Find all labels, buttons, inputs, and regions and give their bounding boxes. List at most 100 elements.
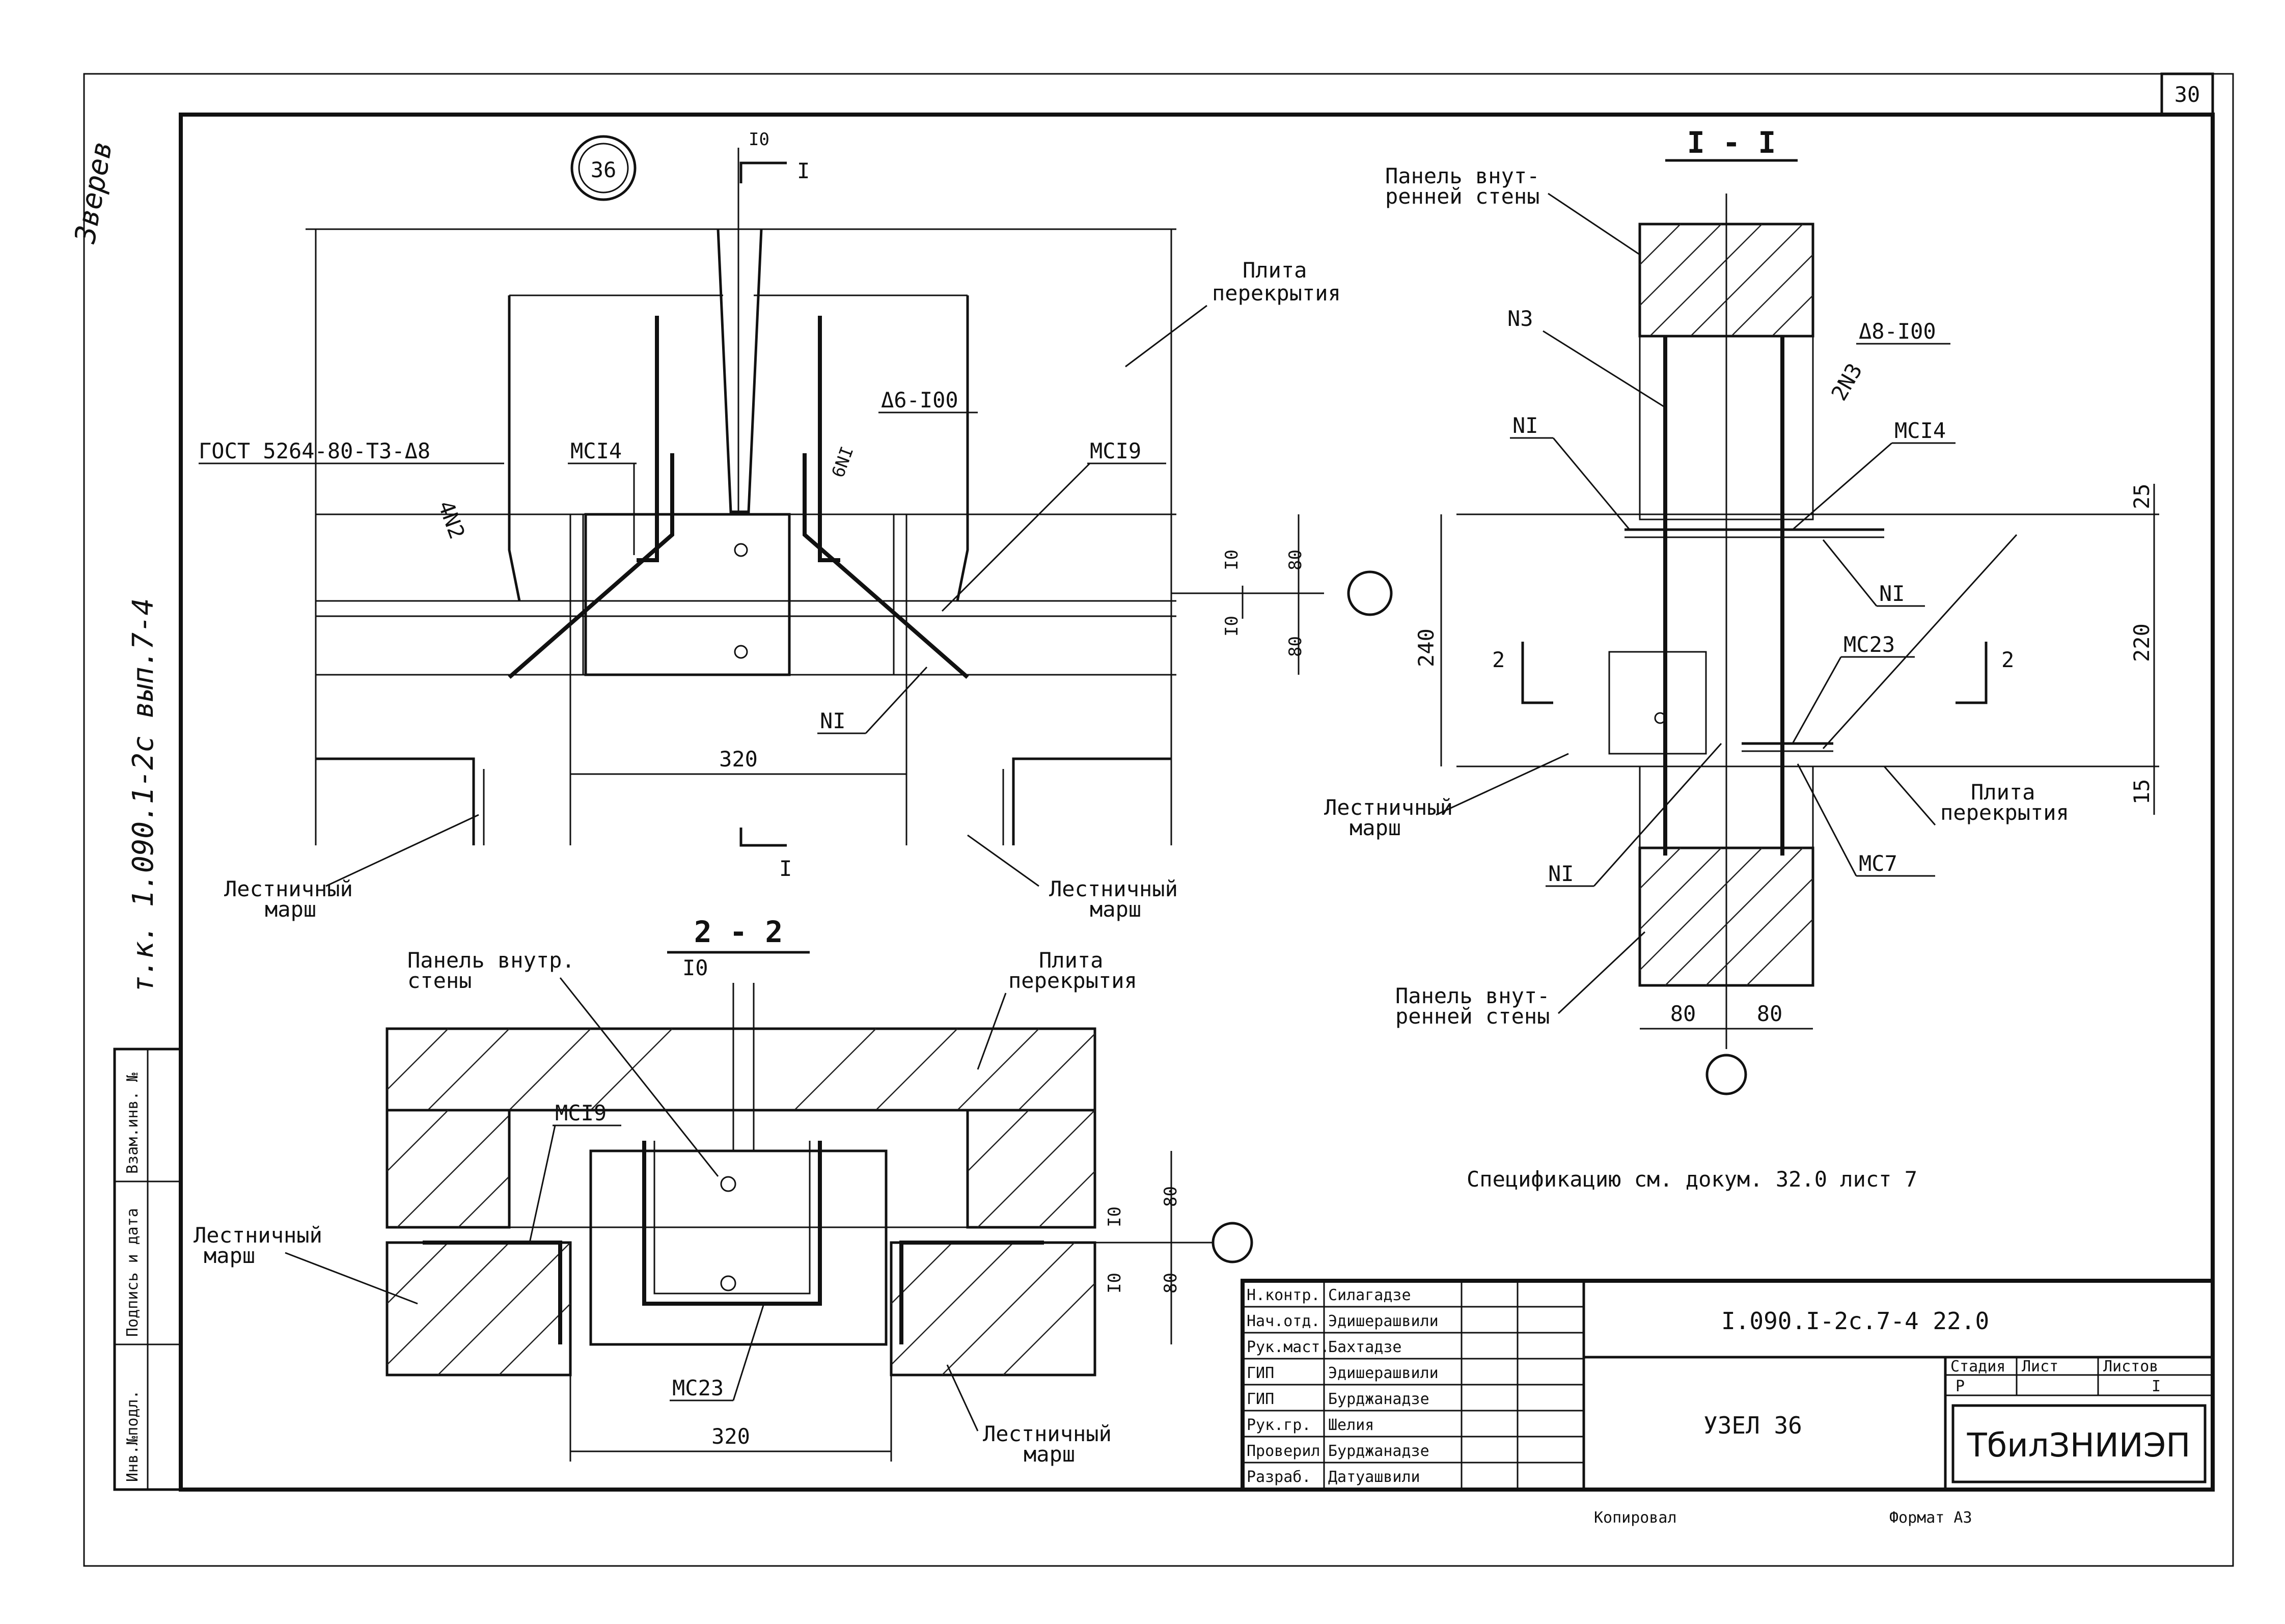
section1-dim-15: 15 [2129,779,2154,805]
mc23-label-1: МС23 [1843,632,1895,657]
stair-left-label-1: Лестничный [224,876,353,901]
tb-stage-header: Стадия [1950,1358,2005,1375]
stair-label-1-1b: марш [1350,815,1401,840]
stair-right-label-1: Лестничный [1049,876,1178,901]
section-mark-top: I [797,158,810,183]
n6-label: 6NI [828,444,858,480]
tb-name-6: Бурджанадзе [1328,1442,1429,1460]
dim-width-320: 320 [719,747,758,772]
slab-label-2-2b: перекрытия [1008,968,1137,993]
mc14-label-1: МСI4 [1894,418,1946,443]
stamp-inv-label: Инв.№подл. [124,1390,142,1482]
dim-80a: 80 [1285,549,1306,570]
weld-label-1: Δ8-I00 [1859,319,1936,344]
stair-left-label-2: марш [265,897,316,922]
section-mark-bottom: I [779,856,792,881]
n3b-label: 2N3 [1826,359,1867,405]
top-dim: I0 [749,129,769,150]
weld-label: Δ6-I00 [881,388,958,412]
tb-organization: ТбилЗНИИЭП [1967,1427,2191,1465]
section-2-2: 2 - 2 I0 [194,915,1253,1467]
node-marker: 36 [591,157,617,182]
wall-panel [584,513,791,676]
panel-label-2-2b: стены [407,968,472,993]
tb-role-5: Рук.гр. [1247,1416,1311,1434]
tb-name-7: Датуашвили [1328,1468,1420,1486]
mc19-label-2-2: МСI9 [555,1100,607,1125]
tb-sheet-header: Лист [2022,1358,2058,1375]
footer-copied: Копировал [1594,1509,1677,1527]
section1-dim-80b: 80 [1757,1001,1783,1026]
main-view: 36 [199,129,1393,922]
section1-mark-2b: 2 [2001,647,2014,672]
section1-dim-220: 220 [2129,623,2154,662]
tb-sheets-header: Листов [2103,1358,2158,1375]
section2-dim-80a: 80 [1161,1186,1181,1207]
n3-label: N3 [1507,306,1533,331]
axis-bubble-main [1347,570,1393,616]
panel-top-label-1: Панель внут- [1385,163,1539,188]
dim-80b: 80 [1285,636,1306,657]
tb-name-3: Эдишерашвили [1328,1364,1439,1382]
section2-dim-320: 320 [711,1424,750,1449]
stair-right-label-2-2b: марш [1024,1442,1075,1467]
tb-node-title: УЗЕЛ 36 [1703,1412,1802,1439]
side-stamp: Инв.№подл. Подпись и дата Взам.инв. № [113,1048,182,1491]
section2-dim-80b: 80 [1161,1273,1181,1293]
section2-dim-10c: I0 [1105,1273,1125,1293]
sheet-number: 30 [2174,82,2200,107]
sheet-number-box [2160,72,2214,116]
signature-corner: Зверев [69,139,119,246]
stair-right-label-2: марш [1090,897,1141,922]
section2-dim-10b: I0 [1105,1206,1125,1227]
slab-label-2: перекрытия [1212,281,1341,306]
tb-org-box [1951,1404,2207,1483]
stair-label-1-1a: Лестничный [1324,795,1453,820]
n2-label: 4N2 [433,498,470,542]
section-1-1-title: I - I [1687,125,1776,160]
title-block: Н.контр. Силагадзе Нач.отд. Эдишерашвили… [1241,1279,2215,1492]
stair-left-label-2-2a: Лестничный [194,1223,322,1248]
panel-label-2-2a: Панель внутр. [407,948,575,973]
slab-label-1-1b: перекрытия [1940,800,2069,825]
mc23-label-2-2: МС23 [672,1375,724,1400]
section-1-1: I - I [1324,125,2159,1095]
tb-stage: Р [1956,1378,1965,1395]
tb-role-6: Проверил [1247,1442,1320,1460]
stamp-replace-label: Взам.инв. № [124,1072,142,1174]
n1-label-b: NI [1879,581,1905,606]
panel-top-label-2: ренней стены [1385,184,1539,209]
section1-dim-80a: 80 [1670,1001,1696,1026]
tb-role-7: Разраб. [1247,1468,1311,1486]
section2-dim-10: I0 [682,955,708,980]
n1-label-c: NI [1548,861,1574,886]
footer-format: Формат А3 [1889,1509,1972,1527]
axis-bubble-2-2 [1212,1222,1253,1263]
gost-note: ГОСТ 5264-80-ТЗ-Δ8 [199,438,430,463]
stair-right-label-2-2a: Лестничный [983,1421,1112,1446]
frame-border [179,113,2215,1492]
panel-bottom-label-2: ренней стены [1395,1004,1550,1029]
slab-label-1: Плита [1243,258,1307,283]
mc7-label: МС7 [1859,851,1897,876]
slab-label-2-2a: Плита [1039,948,1103,973]
wall-panel-2-2 [589,1149,888,1346]
tb-sheets: I [2152,1378,2161,1395]
slab-label-1-1a: Плита [1971,780,2035,805]
mc14-label: МСI4 [570,438,622,463]
n1-label: NI [820,708,846,733]
tb-name-0: Силагадзе [1328,1286,1411,1304]
spec-note: Спецификацию см. докум. 32.0 лист 7 [1467,1167,1917,1192]
dim-10a: I0 [1222,549,1242,570]
series-side-label: т.к. 1.090.1-2с вып.7-4 [127,598,160,993]
dim-10b: I0 [1222,616,1242,637]
mc19-label: МСI9 [1090,438,1141,463]
section1-dim-25: 25 [2129,483,2154,509]
tb-role-3: ГИП [1247,1364,1274,1382]
tb-name-5: Шелия [1328,1416,1374,1434]
node-marker-circle [570,135,637,201]
tb-name-1: Эдишерашвили [1328,1312,1439,1330]
axis-bubble-1-1 [1705,1054,1747,1095]
tb-role-1: Нач.отд. [1247,1312,1320,1330]
